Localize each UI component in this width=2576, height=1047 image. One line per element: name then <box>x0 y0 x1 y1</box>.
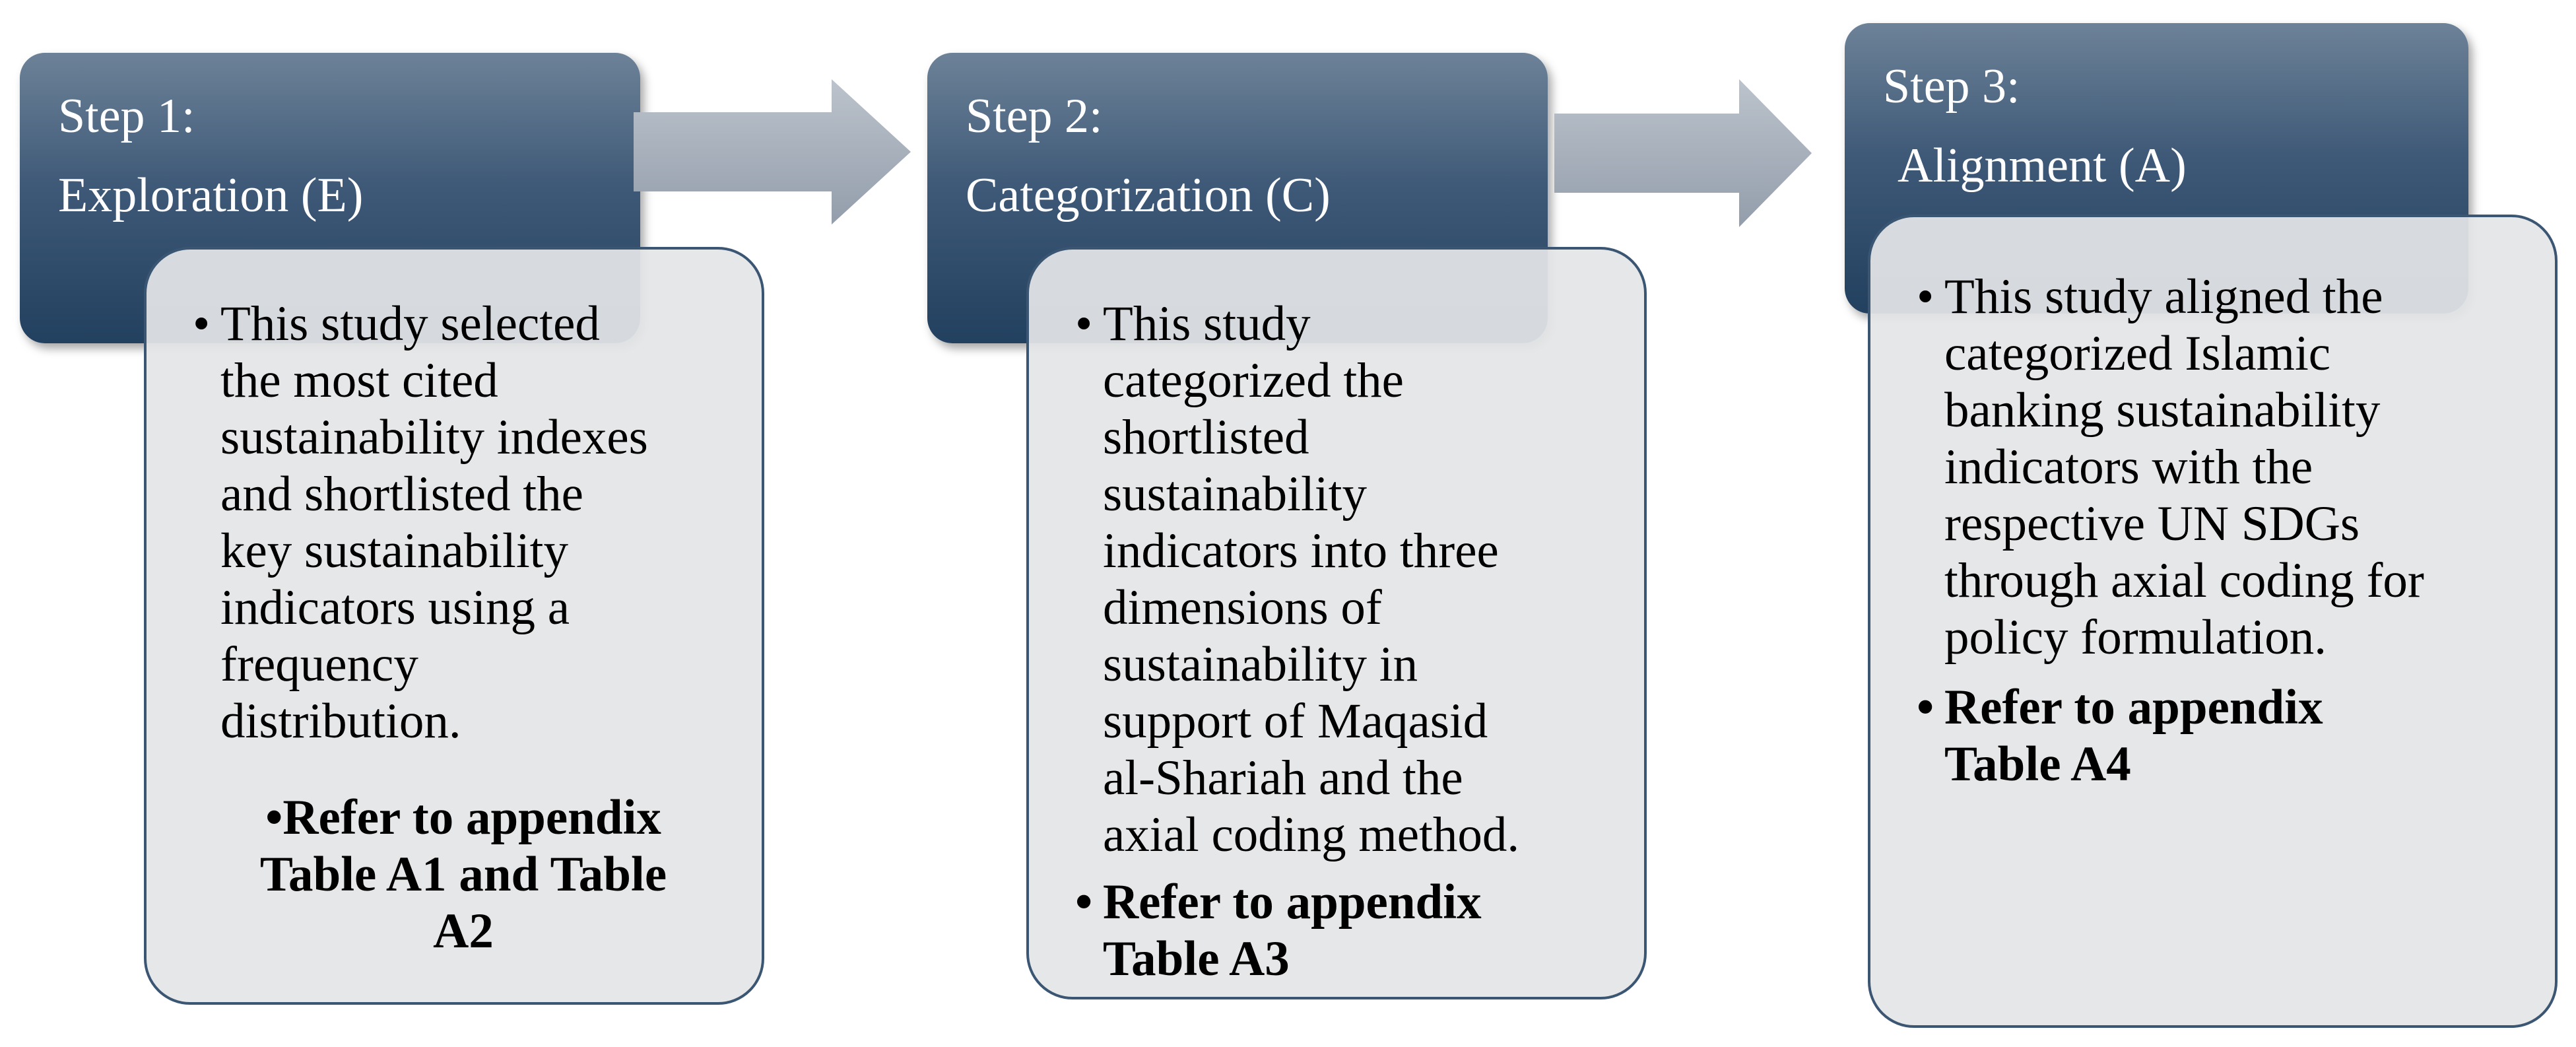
step-3-card: • This study aligned the categorized Isl… <box>1868 215 2558 1028</box>
desc-line: indicators into three <box>1103 524 1499 578</box>
step-2-reference: • Refer to appendix Table A3 <box>1075 874 1644 988</box>
ref-line: Refer to appendix <box>1103 875 1482 929</box>
desc-line: through axial coding for <box>1944 553 2424 608</box>
step-3-description: • This study aligned the categorized Isl… <box>1917 269 2538 666</box>
step-3-name: Alignment (A) <box>1898 139 2187 193</box>
step-2-card: • This study categorized the shortlisted… <box>1026 247 1647 999</box>
step-1-name: Exploration (E) <box>58 168 364 222</box>
step-1-description: • This study selected the most cited sus… <box>193 296 748 750</box>
bullet-icon: • <box>1917 680 1934 735</box>
desc-line: dimensions of <box>1103 580 1382 635</box>
desc-line: respective UN SDGs <box>1944 496 2360 551</box>
desc-line: sustainability in <box>1103 637 1418 692</box>
step-1-card: • This study selected the most cited sus… <box>144 247 764 1005</box>
bullet-icon: • <box>1075 296 1093 351</box>
desc-line: This study aligned the <box>1944 269 2383 324</box>
step-2-label: Step 2: <box>966 89 1103 143</box>
ref-line: A2 <box>433 904 494 959</box>
desc-line: categorized the <box>1103 353 1404 408</box>
ref-line: •Refer to appendix <box>219 790 708 846</box>
desc-line: indicators with the <box>1944 440 2313 494</box>
desc-line: key sustainability <box>220 524 569 578</box>
ref-line: Table A3 <box>1103 931 1290 986</box>
arrow-step-1-to-2 <box>634 79 911 224</box>
step-3-reference: • Refer to appendix Table A4 <box>1917 679 2538 793</box>
step-2-description: • This study categorized the shortlisted… <box>1075 296 1644 863</box>
desc-line: axial coding method. <box>1103 807 1520 862</box>
arrow-step-2-to-3 <box>1554 79 1812 227</box>
step-2-name: Categorization (C) <box>966 168 1331 222</box>
step-1-label: Step 1: <box>58 89 195 143</box>
ref-line-text: Refer to appendix <box>282 790 661 845</box>
ref-line: Table A1 and Table <box>259 847 667 902</box>
desc-line: This study <box>1103 296 1311 351</box>
desc-line: the most cited <box>220 353 498 408</box>
desc-line: shortlisted <box>1103 410 1309 465</box>
desc-line: al-Shariah and the <box>1103 751 1463 805</box>
step-1-reference: •Refer to appendix Table A1 and Table A2 <box>219 790 708 960</box>
bullet-icon: • <box>1075 875 1093 929</box>
desc-line: policy formulation. <box>1944 610 2327 665</box>
bullet-icon: • <box>193 296 211 351</box>
ref-line: Refer to appendix <box>1944 680 2323 735</box>
desc-line: and shortlisted the <box>220 467 583 522</box>
ref-line: Table A4 <box>1944 737 2131 792</box>
desc-line: This study selected <box>220 296 600 351</box>
desc-line: indicators using a <box>220 580 570 635</box>
desc-line: distribution. <box>220 694 461 749</box>
step-3-label: Step 3: <box>1883 59 2020 114</box>
desc-line: support of Maqasid <box>1103 694 1488 749</box>
desc-line: banking sustainability <box>1944 383 2381 438</box>
desc-line: sustainability <box>1103 467 1367 522</box>
bullet-icon: • <box>1917 269 1934 324</box>
desc-line: categorized Islamic <box>1944 326 2331 381</box>
desc-line: frequency <box>220 637 418 692</box>
bullet-icon: • <box>265 790 283 845</box>
desc-line: sustainability indexes <box>220 410 648 465</box>
